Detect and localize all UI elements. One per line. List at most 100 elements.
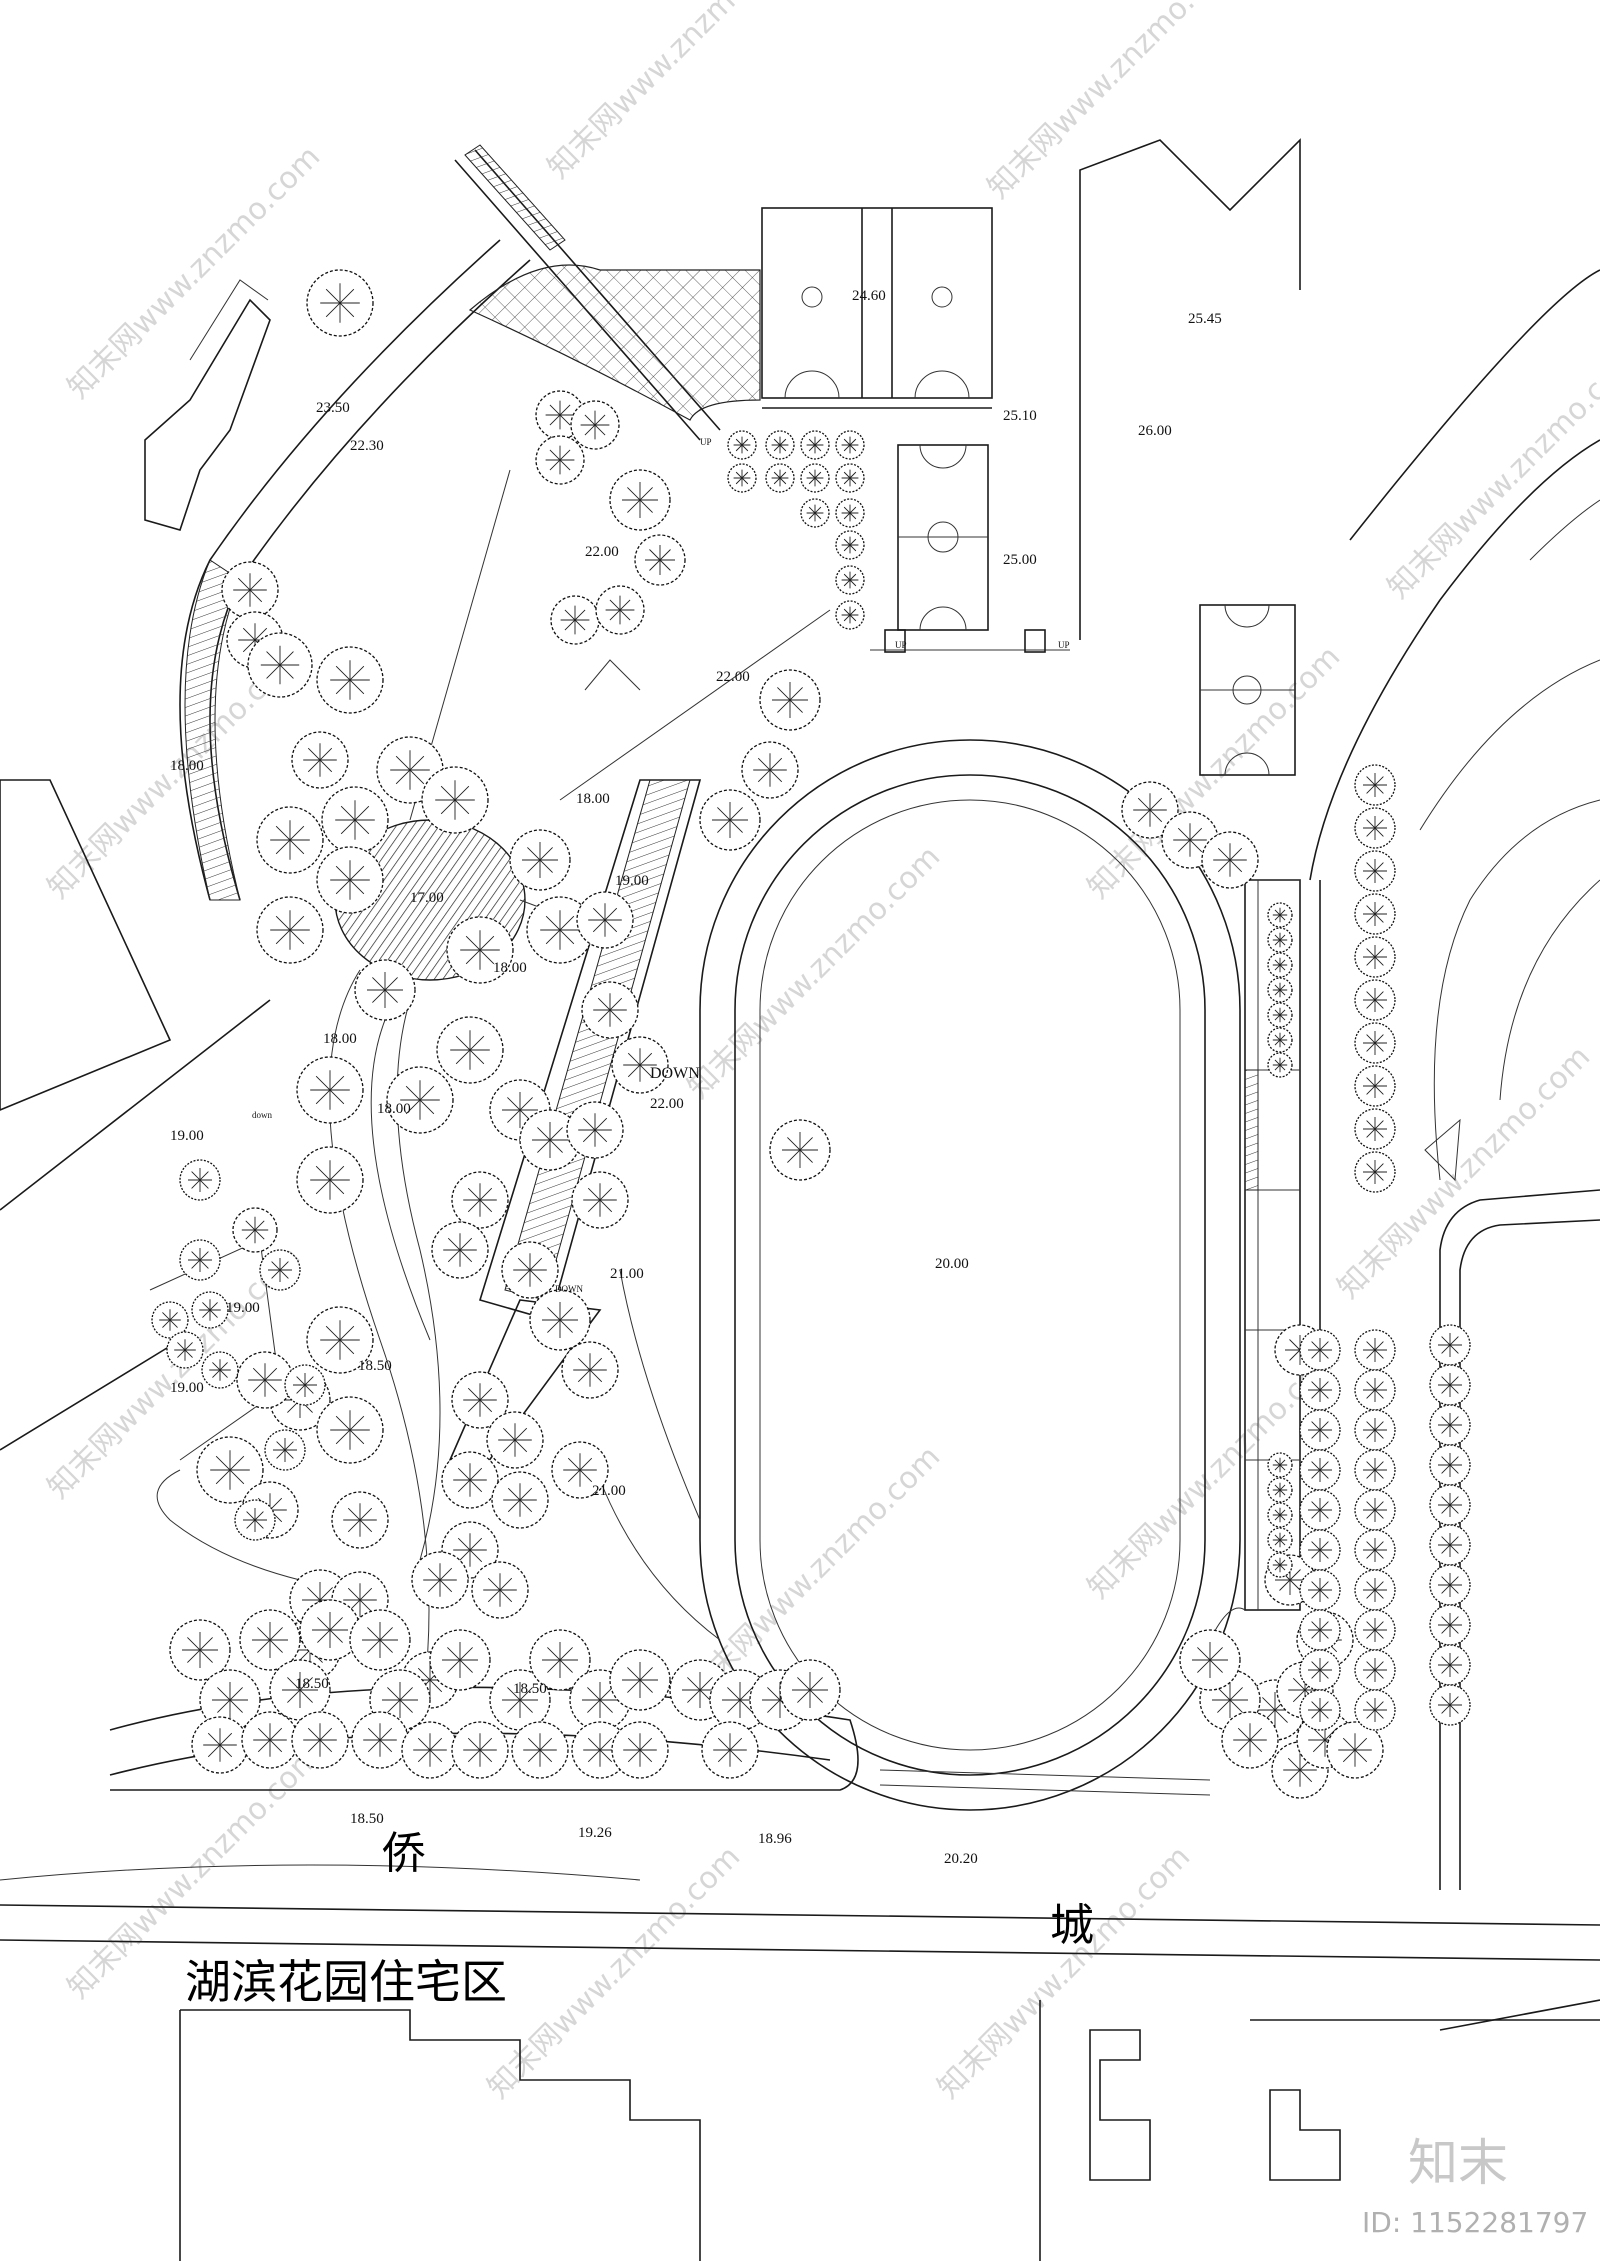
watermark-text: 知末网www.znzmo.com (541, 0, 807, 186)
tree-icon (486, 1411, 544, 1469)
tree-icon (835, 498, 865, 528)
tree-icon (699, 789, 761, 851)
tree-icon (1179, 1629, 1241, 1691)
tree-icon (1354, 1108, 1396, 1150)
tree-icon (169, 1619, 231, 1681)
tree-icon (306, 1306, 374, 1374)
tree-icon (1299, 1689, 1341, 1731)
tree-icon (1267, 1527, 1293, 1553)
tree-icon (411, 1551, 469, 1609)
tree-icon (561, 1341, 619, 1399)
elevation-label: 19.00 (226, 1300, 260, 1316)
elevation-label: 18.00 (377, 1101, 411, 1117)
tree-icon (509, 829, 571, 891)
tree-icon (351, 1711, 409, 1769)
tree-icon (179, 1159, 221, 1201)
tree-icon (191, 1716, 249, 1774)
tree-icon (1326, 1721, 1384, 1779)
tree-icon (256, 806, 324, 874)
tree-icon (835, 565, 865, 595)
tree-icon (1354, 850, 1396, 892)
left-buildings (0, 279, 281, 1461)
tree-icon (234, 1499, 276, 1541)
tree-icon (1429, 1364, 1471, 1406)
tree-icon (1299, 1609, 1341, 1651)
tree-icon (306, 269, 374, 337)
tree-icon (511, 1721, 569, 1779)
tree-icon (550, 595, 600, 645)
tree-icon (1267, 1002, 1293, 1028)
tree-icon (321, 786, 389, 854)
elevation-label: 25.45 (1188, 311, 1222, 327)
tree-icon (835, 600, 865, 630)
tree-icon (269, 1659, 331, 1721)
elevation-label: 21.00 (610, 1266, 644, 1282)
down-label: DOWN (650, 1065, 700, 1082)
tree-icon (446, 916, 514, 984)
tree-icon (576, 891, 634, 949)
tree-icon (451, 1721, 509, 1779)
tree-icon (1267, 927, 1293, 953)
tree-icon (349, 1609, 411, 1671)
elevation-label: 24.60 (852, 288, 886, 304)
tree-icon (296, 1056, 364, 1124)
tree-icon (571, 1171, 629, 1229)
tree-icon (436, 1016, 504, 1084)
tree-icon (609, 1649, 671, 1711)
elevation-label: 25.00 (1003, 552, 1037, 568)
tree-icon (259, 1249, 301, 1291)
elevation-label: 18.50 (513, 1681, 547, 1697)
elevation-label: 19.00 (170, 1380, 204, 1396)
tree-icon (611, 1721, 669, 1779)
tree-icon (701, 1721, 759, 1779)
tree-icon (1267, 1477, 1293, 1503)
watermark-text: 知末网www.znzmo.com (981, 0, 1247, 206)
tree-icon (421, 766, 489, 834)
tree-icon (611, 1036, 669, 1094)
tree-icon (256, 896, 324, 964)
tree-icon (581, 981, 639, 1039)
elevation-label: 20.20 (944, 1851, 978, 1867)
elevation-label: 18.50 (358, 1358, 392, 1374)
tree-icon (1429, 1604, 1471, 1646)
tree-icon (566, 1101, 624, 1159)
tree-icon (1354, 1022, 1396, 1064)
watermark-text: 知末网www.znzmo.com (61, 139, 327, 405)
tree-icon (759, 669, 821, 731)
tree-icon (1267, 1027, 1293, 1053)
tree-icon (765, 430, 795, 460)
tree-icon (835, 463, 865, 493)
watermark-text: 知末网www.znzmo.com (481, 1839, 747, 2105)
tree-icon (609, 469, 671, 531)
elevation-label: 23.50 (316, 400, 350, 416)
tree-icon (1354, 1409, 1396, 1451)
image-id: ID: 1152281797 (1362, 2206, 1588, 2239)
tree-icon (1429, 1484, 1471, 1526)
tree-icon (431, 1221, 489, 1279)
tree-icon (1299, 1369, 1341, 1411)
tree-icon (1354, 1065, 1396, 1107)
district-label: 湖滨花园住宅区 (185, 1955, 507, 2009)
elevation-label: 19.00 (615, 873, 649, 889)
elevation-label: 18.00 (170, 758, 204, 774)
tree-icon (1267, 1452, 1293, 1478)
elevation-label: 21.00 (592, 1483, 626, 1499)
tree-icon (1201, 831, 1259, 889)
tree-icon (1299, 1489, 1341, 1531)
up-label: UP (700, 437, 712, 447)
tree-icon (595, 585, 645, 635)
tree-icon (316, 646, 384, 714)
tree-icon (451, 1171, 509, 1229)
tree-icon (1354, 1569, 1396, 1611)
tree-icon (1267, 1502, 1293, 1528)
tree-icon (489, 1669, 551, 1731)
down-label: DOWN (555, 1284, 583, 1294)
elevation-label: 18.00 (323, 1031, 357, 1047)
up-label: UP (895, 640, 907, 650)
tree-icon (1299, 1569, 1341, 1611)
tree-icon (551, 1441, 609, 1499)
tree-icon (1354, 1449, 1396, 1491)
elevation-label: 22.00 (716, 669, 750, 685)
tree-icon (634, 534, 686, 586)
tree-icon (535, 435, 585, 485)
